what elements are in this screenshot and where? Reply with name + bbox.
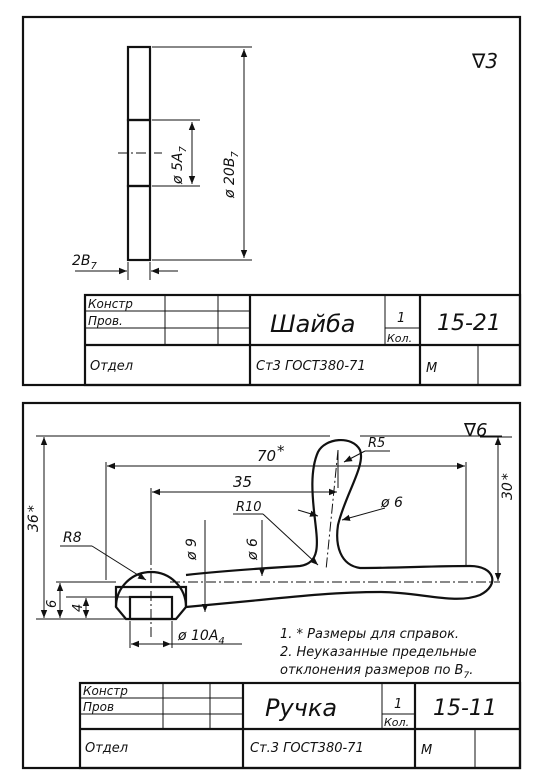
sheet2-title-block: Констр Пров Отдел Ручка 1 Кол. 15-11 Ст.… bbox=[78, 681, 522, 770]
dim-6-label: 6 bbox=[45, 600, 60, 608]
thickness-dimension: 2B7 bbox=[72, 253, 178, 280]
dim-4-label: 4 bbox=[71, 604, 86, 612]
sheet2-roughness: ∇6 bbox=[463, 420, 488, 441]
sheet1-qty: 1 bbox=[397, 311, 405, 326]
dim-r5-label: R5 bbox=[368, 436, 385, 451]
sheet2-qty: 1 bbox=[394, 697, 402, 712]
bore-dimension: ø 5A7 bbox=[152, 119, 200, 187]
sheet-handle: ∇6 70 * 35 bbox=[21, 401, 522, 770]
sheet1-material: Ст3 ГОСТ380-71 bbox=[256, 359, 366, 374]
sheet2-qty-label: Кол. bbox=[384, 716, 409, 729]
outer-diameter-label: ø 20B bbox=[222, 158, 238, 199]
sheet-washer: ∇3 ø 20B7 ø 5A7 bbox=[21, 15, 522, 387]
svg-text:2B7: 2B7 bbox=[72, 253, 98, 272]
svg-text:36*: 36 * bbox=[26, 505, 42, 532]
note-2b-sub: 7 bbox=[463, 671, 469, 681]
dim-70-label: 70 bbox=[257, 447, 276, 465]
note-2b-end: . bbox=[469, 663, 473, 678]
outer-diameter-dimension: ø 20B7 bbox=[152, 46, 252, 261]
sheet1-prov: Пров. bbox=[88, 314, 123, 328]
handle-ball bbox=[114, 555, 188, 640]
dim-d6-upper-label: ø 6 bbox=[380, 495, 403, 511]
sheet2-scale: М bbox=[421, 743, 432, 758]
handle-body bbox=[170, 439, 500, 609]
sheet1-scale: М bbox=[426, 361, 437, 376]
sheet1-konstr: Констр bbox=[88, 297, 133, 311]
svg-text:30*: 30 * bbox=[500, 473, 516, 500]
dim-35: 35 bbox=[150, 450, 339, 556]
washer-section bbox=[118, 45, 162, 262]
svg-text:ø 10A4: ø 10A4 bbox=[177, 628, 225, 647]
svg-text:отклонения размеров по В7.: отклонения размеров по В7. bbox=[280, 663, 473, 681]
dim-36: 36 * bbox=[26, 435, 330, 620]
dim-d9: ø 9 bbox=[184, 520, 209, 612]
dim-d6-upper: ø 6 bbox=[297, 495, 403, 521]
dim-70: 70 * bbox=[105, 442, 467, 580]
note-1: 1. * Размеры для справок. bbox=[280, 627, 459, 642]
svg-text:ø 5A7: ø 5A7 bbox=[170, 146, 189, 186]
dim-d10-label: ø 10A bbox=[177, 628, 218, 644]
dim-r8-label: R8 bbox=[63, 530, 82, 546]
sheet2-prov: Пров bbox=[83, 700, 114, 714]
dim-35-label: 35 bbox=[233, 473, 252, 491]
sheet1-otdel: Отдел bbox=[90, 359, 133, 374]
thickness-sub: 7 bbox=[91, 261, 98, 272]
sheet1-drawing-number: 15-21 bbox=[437, 311, 501, 336]
thickness-label: 2B bbox=[72, 253, 91, 269]
svg-text:ø 20B7: ø 20B7 bbox=[222, 151, 241, 199]
outer-diameter-sub: 7 bbox=[230, 151, 241, 158]
sheet1-part-name: Шайба bbox=[270, 310, 355, 338]
dim-r10-label: R10 bbox=[236, 500, 262, 515]
dim-36-star: * bbox=[26, 505, 42, 512]
dim-r10: R10 bbox=[233, 500, 319, 566]
dim-r5: R5 bbox=[343, 436, 390, 463]
dim-d10: ø 10A4 bbox=[129, 621, 242, 648]
bore-label: ø 5A bbox=[170, 153, 186, 186]
note-2a: 2. Неуказанные предельные bbox=[280, 645, 477, 660]
sheet2-konstr: Констр bbox=[83, 684, 128, 698]
dim-d6-side-label: ø 6 bbox=[245, 538, 261, 561]
sheet2-part-name: Ручка bbox=[265, 694, 337, 722]
dim-d10-sub: 4 bbox=[218, 636, 224, 647]
dim-d6-side: ø 6 bbox=[245, 520, 266, 576]
sheet1-roughness: ∇3 bbox=[471, 49, 498, 73]
sheet2-drawing-number: 15-11 bbox=[433, 696, 497, 721]
dim-d9-label: ø 9 bbox=[184, 538, 200, 561]
dim-30-label: 30 bbox=[500, 482, 516, 500]
sheet1-title-block: Констр Пров. Отдел Шайба 1 Кол. 15-21 Ст… bbox=[83, 293, 522, 387]
note-2b: отклонения размеров по В bbox=[280, 663, 464, 678]
bore-sub: 7 bbox=[178, 146, 189, 153]
sheet2-material: Ст.3 ГОСТ380-71 bbox=[250, 741, 364, 756]
dim-36-label: 36 bbox=[26, 514, 42, 532]
dim-30: 30 * bbox=[360, 435, 516, 581]
dim-70-star: * bbox=[277, 442, 285, 460]
handle-notes: 1. * Размеры для справок. 2. Неуказанные… bbox=[280, 627, 477, 681]
sheet2-otdel: Отдел bbox=[85, 741, 128, 756]
dim-r8: R8 bbox=[60, 530, 147, 581]
dim-6-4: 6 4 bbox=[45, 581, 130, 618]
sheet1-qty-label: Кол. bbox=[387, 332, 412, 345]
dim-30-star: * bbox=[500, 473, 516, 480]
